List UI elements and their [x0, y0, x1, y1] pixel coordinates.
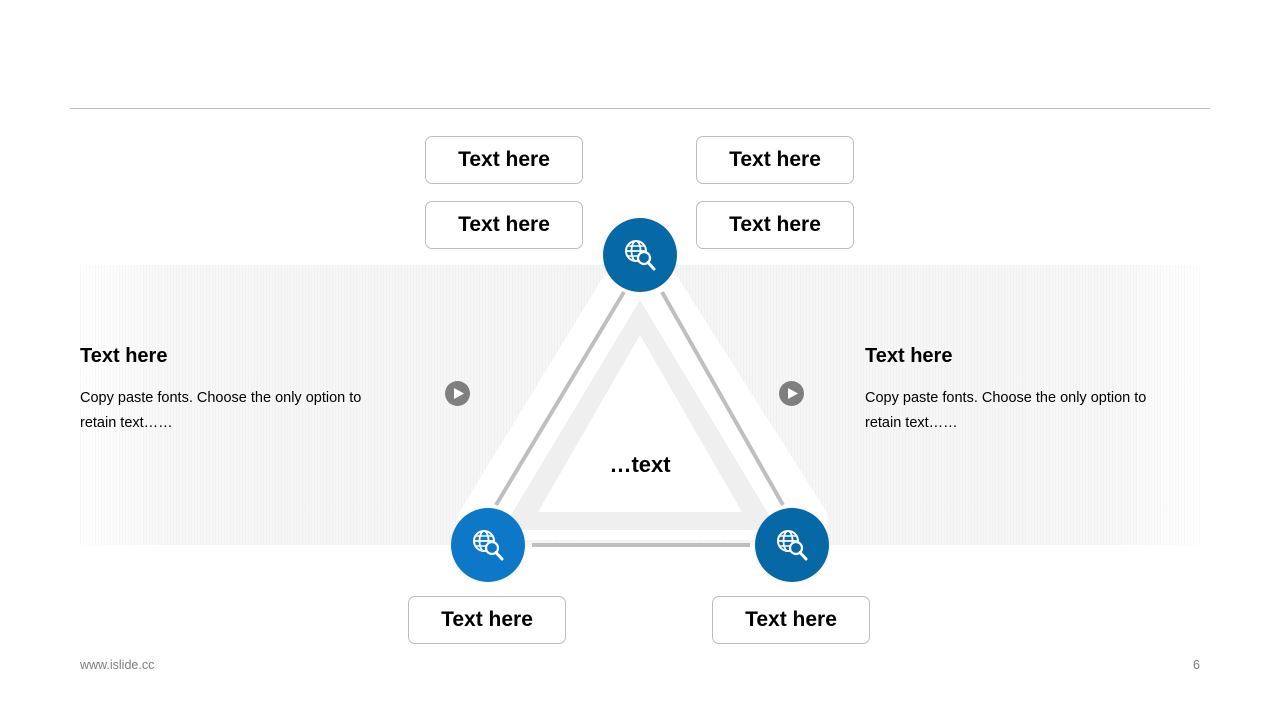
header-divider	[70, 108, 1210, 109]
play-icon-right	[779, 381, 804, 406]
edge-right	[660, 291, 785, 506]
play-icon-left	[445, 381, 470, 406]
edge-left	[494, 290, 626, 507]
right-panel-title: Text here	[865, 345, 953, 367]
label-top-left-2: Text here	[425, 201, 583, 249]
triangle-core	[538, 335, 742, 512]
label-bottom-right: Text here	[712, 596, 870, 644]
label-top-left-1: Text here	[425, 136, 583, 184]
center-label: …text	[609, 452, 671, 477]
label-bottom-left: Text here	[408, 596, 566, 644]
label-top-right-1: Text here	[696, 136, 854, 184]
globe-search-icon	[473, 530, 504, 561]
footer-url: www.islide.cc	[80, 658, 155, 672]
play-icon	[788, 388, 798, 399]
node-bottom-right	[755, 508, 829, 582]
globe-search-icon	[625, 240, 656, 271]
left-panel-title: Text here	[80, 345, 168, 367]
node-top	[603, 218, 677, 292]
play-icon	[454, 388, 464, 399]
left-panel-body: Copy paste fonts. Choose the only option…	[80, 390, 362, 431]
right-panel-body: Copy paste fonts. Choose the only option…	[865, 390, 1147, 431]
node-bottom-left	[451, 508, 525, 582]
globe-search-icon	[777, 530, 808, 561]
page-number: 6	[1193, 658, 1200, 672]
label-top-right-2: Text here	[696, 201, 854, 249]
